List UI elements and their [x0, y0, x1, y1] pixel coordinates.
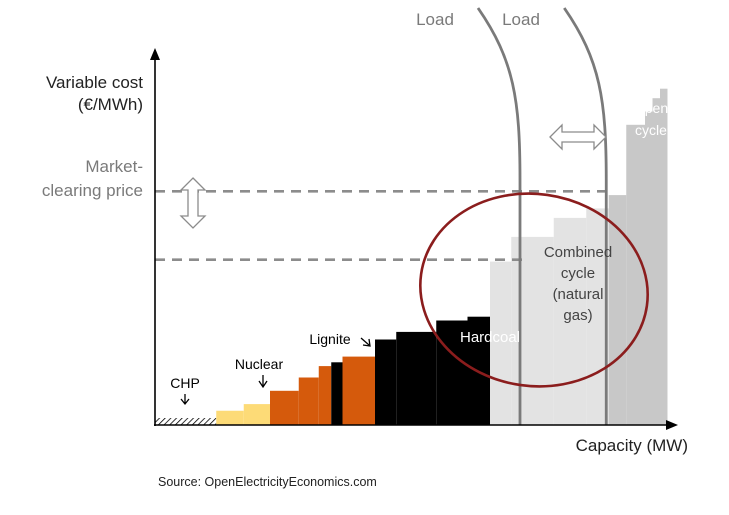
load-shift-arrow-icon: [549, 123, 607, 151]
bar-hardcoal-2: [396, 331, 437, 425]
bar-open-cycle-3: [645, 111, 653, 425]
bar-open-cycle-2: [626, 124, 645, 426]
price-lines: [155, 190, 611, 262]
label-combined-cycle-3: (natural: [553, 286, 604, 303]
bar-chp-1: [155, 418, 217, 425]
label-combined-cycle-1: Combined: [544, 244, 612, 261]
label-chp: CHP: [170, 375, 200, 391]
y-axis-label-line-2: (€/MWh): [78, 95, 143, 114]
label-nuclear: Nuclear: [235, 356, 284, 372]
label-hardcoal: Hardcoal: [460, 329, 520, 346]
source-text: Source: OpenElectricityEconomics.com: [158, 475, 377, 489]
y-axis-arrow-icon: [150, 48, 160, 60]
bar-combined-cycle-natural-gas-4: [586, 208, 609, 425]
load-label-1: Load: [416, 10, 454, 29]
bar-open-cycle-1: [608, 195, 627, 425]
label-open-cycle-1: Open: [634, 100, 668, 116]
bar-lignite-black-block-1: [331, 362, 343, 425]
bar-combined-cycle-natural-gas-2: [511, 236, 554, 425]
load-label-2: Load: [502, 10, 540, 29]
price-change-arrow-icon: [179, 177, 207, 229]
bar-open-cycle-4: [652, 98, 660, 425]
bar-hardcoal-3: [436, 320, 468, 425]
price-label-line-2: clearing price: [42, 181, 143, 200]
bar-combined-cycle-natural-gas-3: [553, 217, 587, 425]
label-combined-cycle-4: gas): [563, 307, 592, 324]
bar-lignite-1: [270, 390, 299, 425]
x-axis-arrow-icon: [666, 420, 678, 430]
load-curve-2: [563, 7, 608, 425]
bar-hardcoal-1: [375, 339, 397, 425]
label-open-cycle-2: cycle: [635, 122, 667, 138]
load-curve-1: [476, 7, 522, 425]
bar-nuclear-1: [216, 410, 244, 425]
bar-lignite-2: [298, 377, 319, 425]
load-curves: [476, 7, 608, 425]
bar-open-cycle-5: [660, 88, 668, 425]
nuclear-arrow-icon: [258, 375, 268, 389]
bar-combined-cycle-natural-gas-1: [490, 261, 512, 425]
price-label-line-1: Market-: [85, 157, 143, 176]
x-axis-label: Capacity (MW): [576, 436, 688, 455]
label-lignite: Lignite: [309, 331, 350, 347]
lignite-arrow-icon: [360, 337, 371, 347]
label-combined-cycle-2: cycle: [561, 265, 595, 282]
y-axis-label-line-1: Variable cost: [46, 73, 143, 92]
supply-curve-bars: [155, 88, 668, 426]
chp-arrow-icon: [180, 394, 190, 406]
bar-lignite-orange-block-1: [342, 356, 375, 425]
bar-nuclear-2: [243, 404, 270, 425]
bar-lignite-3: [318, 366, 332, 425]
highlight-ellipse: [419, 192, 649, 388]
